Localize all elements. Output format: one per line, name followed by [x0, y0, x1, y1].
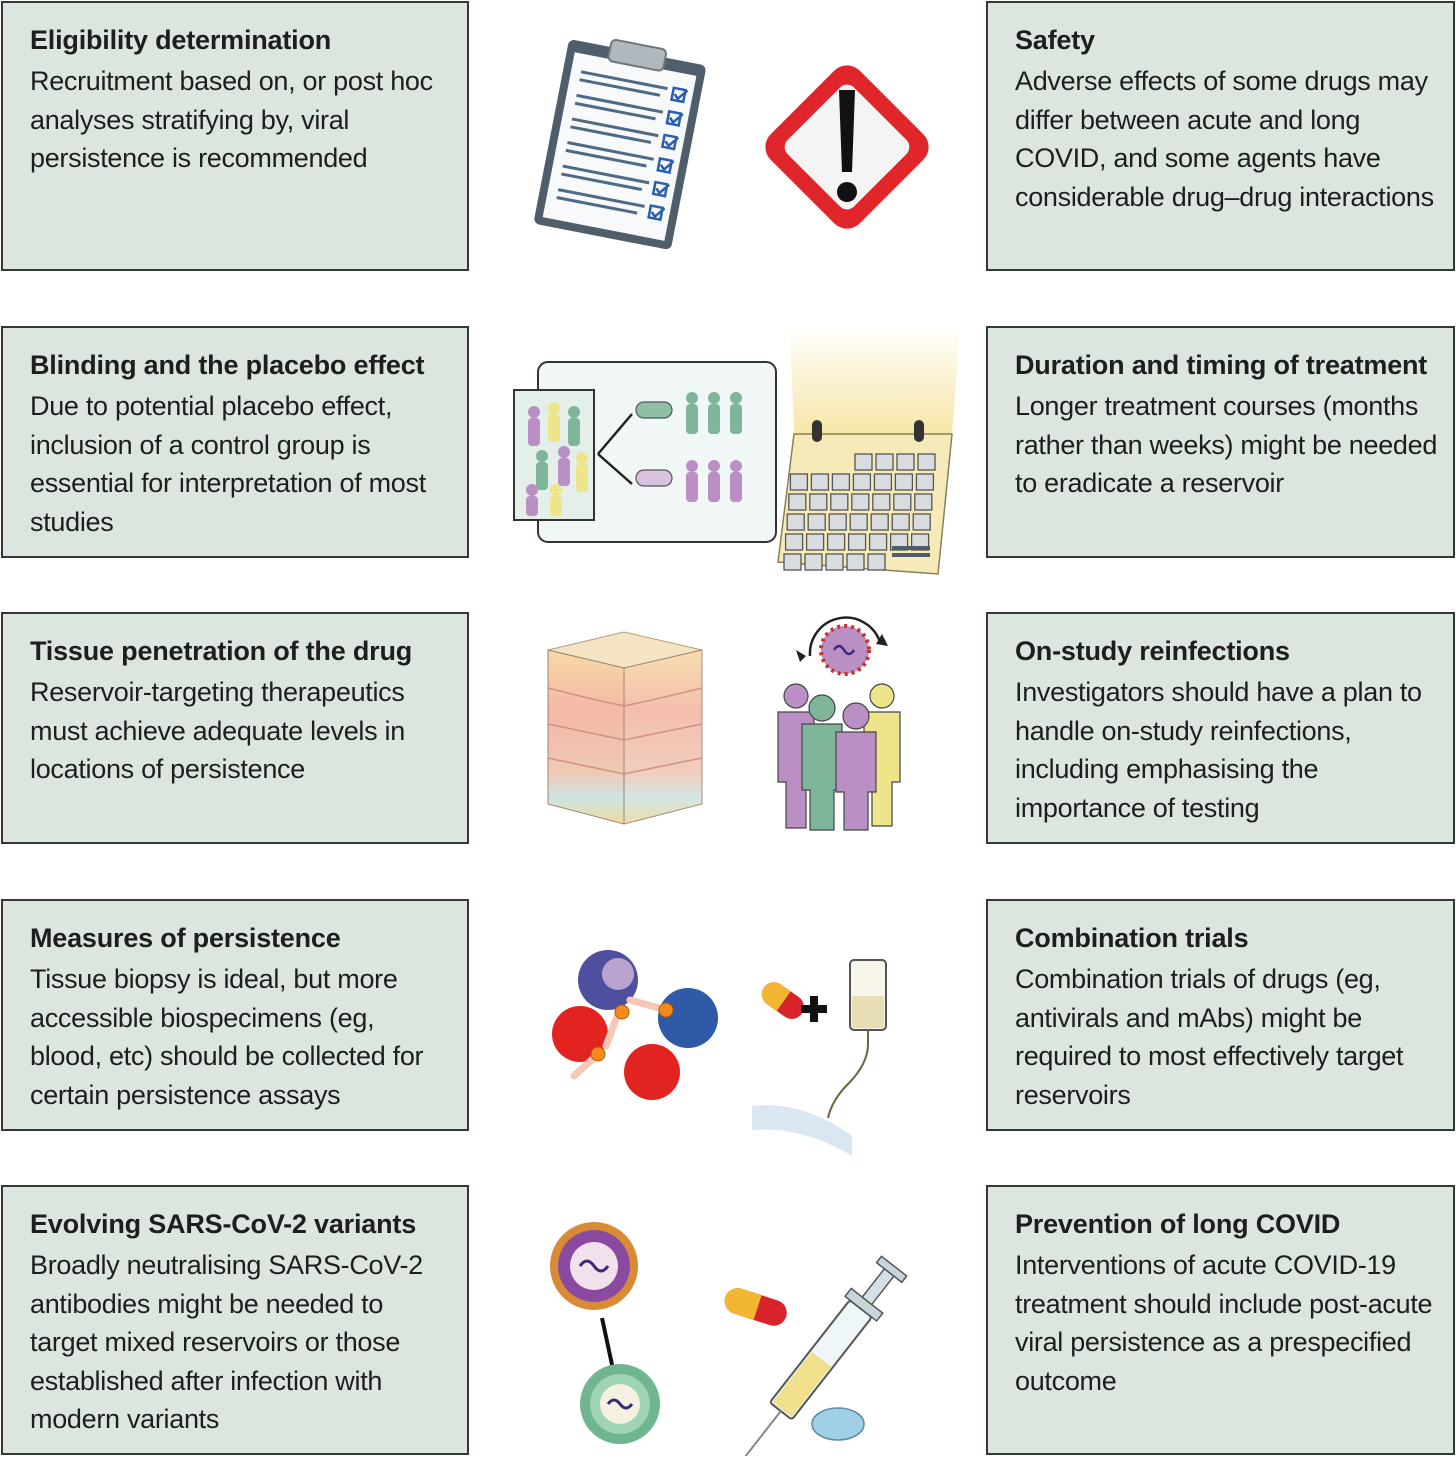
panel-body: Recruitment based on, or post hoc analys… — [30, 66, 433, 173]
panel-body: Broadly neutralising SARS-CoV-2 antibodi… — [30, 1250, 423, 1434]
calendar-day-cell — [825, 553, 844, 571]
panel-title: Tissue penetration of the drug — [30, 636, 413, 666]
calendar-day-cell — [896, 453, 915, 471]
panel-body: Longer treatment courses (months rather … — [1015, 391, 1438, 498]
panel-prevention-long-covid: Prevention of long COVID Interventions o… — [986, 1185, 1455, 1455]
calendar-day-cell — [807, 513, 826, 531]
panel-tissue-penetration: Tissue penetration of the drug Reservoir… — [1, 612, 469, 844]
calendar-day-cell — [809, 493, 828, 511]
virus-variants-icon — [550, 1222, 660, 1444]
calendar-day-cell — [870, 513, 889, 531]
calendar-day-cell — [846, 553, 865, 571]
calendar-icon — [777, 326, 960, 575]
calendar-day-cell — [828, 513, 847, 531]
calendar-day-cell — [788, 493, 807, 511]
panel-body: Investigators should have a plan to hand… — [1015, 677, 1422, 823]
panel-title: Eligibility determination — [30, 25, 332, 55]
panel-body: Reservoir-targeting therapeutics must ac… — [30, 677, 405, 784]
calendar-day-cell — [873, 473, 893, 491]
calendar-day-cell — [830, 493, 849, 511]
panel-title: Blinding and the placebo effect — [30, 350, 425, 380]
warning-sign-icon — [765, 65, 929, 229]
panel-safety: Safety Adverse effects of some drugs may… — [986, 1, 1455, 271]
calendar-day-cell — [783, 553, 802, 571]
calendar-day-cell — [826, 533, 846, 551]
capsule-syringe-tablet-icon — [724, 1255, 908, 1456]
calendar-day-cell — [852, 473, 872, 491]
calendar-day-cell — [891, 513, 910, 531]
panel-body: Adverse effects of some drugs may differ… — [1015, 66, 1434, 212]
clipboard-checklist-icon — [534, 38, 706, 250]
calendar-day-cell — [804, 553, 823, 571]
calendar-day-cell — [914, 493, 933, 511]
calendar-day-cell — [805, 533, 825, 551]
panel-title: Duration and timing of treatment — [1015, 350, 1428, 380]
calendar-day-cell — [854, 453, 873, 471]
panel-on-study-reinfections: On-study reinfections Investigators shou… — [986, 612, 1455, 844]
panel-duration-timing: Duration and timing of treatment Longer … — [986, 326, 1455, 558]
panel-title: Measures of persistence — [30, 923, 341, 953]
panel-title: On-study reinfections — [1015, 636, 1290, 666]
calendar-day-cell — [915, 473, 935, 491]
blood-cells-antibody-icon — [552, 950, 718, 1100]
randomisation-chart-icon — [513, 361, 777, 543]
panel-title: Evolving SARS-CoV-2 variants — [30, 1209, 417, 1239]
calendar-day-cell — [789, 473, 809, 491]
calendar-day-cell — [847, 533, 867, 551]
panel-title: Combination trials — [1015, 923, 1249, 953]
reinfection-people-icon — [777, 616, 901, 831]
panel-body: Interventions of acute COVID-19 treatmen… — [1015, 1250, 1433, 1396]
calendar-day-cell — [875, 453, 894, 471]
calendar-day-cell — [810, 473, 830, 491]
panel-combination-trials: Combination trials Combination trials of… — [986, 899, 1455, 1131]
calendar-day-cell — [868, 533, 888, 551]
panel-title: Prevention of long COVID — [1015, 1209, 1341, 1239]
panel-blinding-placebo: Blinding and the placebo effect Due to p… — [1, 326, 469, 558]
calendar-day-cell — [867, 553, 886, 571]
panel-body: Combination trials of drugs (eg, antivir… — [1015, 964, 1404, 1110]
calendar-day-cell — [784, 533, 804, 551]
calendar-day-cell — [831, 473, 851, 491]
capsule-plus-iv-bag-icon — [752, 959, 887, 1156]
tissue-block-icon — [547, 631, 703, 825]
panel-title: Safety — [1015, 25, 1095, 55]
calendar-day-cell — [851, 493, 870, 511]
calendar-day-cell — [872, 493, 891, 511]
panel-eligibility-determination: Eligibility determination Recruitment ba… — [1, 1, 469, 271]
panel-body: Due to potential placebo effect, inclusi… — [30, 391, 426, 537]
calendar-day-cell — [917, 453, 936, 471]
calendar-day-cell — [849, 513, 868, 531]
panel-evolving-variants: Evolving SARS-CoV-2 variants Broadly neu… — [1, 1185, 469, 1455]
calendar-day-cell — [912, 513, 931, 531]
calendar-day-cell — [894, 473, 914, 491]
panel-measures-persistence: Measures of persistence Tissue biopsy is… — [1, 899, 469, 1131]
calendar-day-cell — [893, 493, 912, 511]
panel-body: Tissue biopsy is ideal, but more accessi… — [30, 964, 424, 1110]
calendar-day-cell — [786, 513, 805, 531]
